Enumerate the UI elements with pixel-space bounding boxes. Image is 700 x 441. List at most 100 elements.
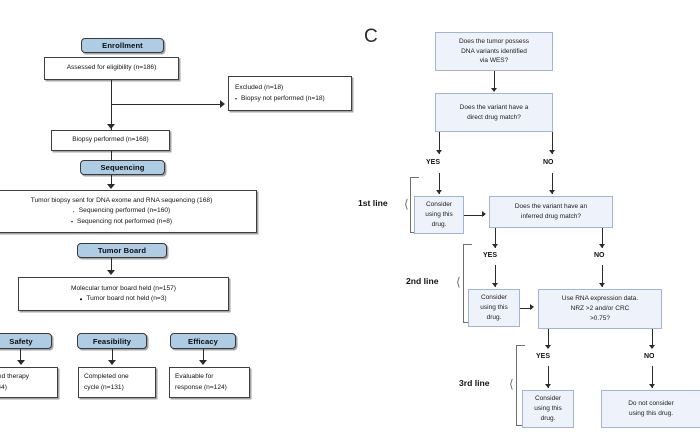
consort-box-molecular-tumor-board: Molecular tumor board held (n=157) Tumor… [18, 277, 229, 311]
bracket-2nd-line-tip: ⟨ [456, 275, 461, 289]
decision-box-q3: Does the variant have an inferred drug m… [489, 196, 613, 228]
arrow-consider2-q4 [530, 304, 534, 311]
consort-header-feasibility: Feasibility [77, 333, 147, 349]
decision-box-q2: Does the variant have a direct drug matc… [435, 93, 553, 132]
arrow-to-sequencing-box [106, 184, 115, 189]
consort-header-sequencing: Sequencing [80, 160, 165, 175]
consort-box-safety-outcome: Started therapy (n=144) [0, 367, 58, 398]
consider-1st-line1: Consider [425, 201, 452, 209]
decision-box-q1: Does the tumor possess DNA variants iden… [435, 32, 553, 71]
arrow-q4-no [648, 345, 655, 349]
arrow-q2-yes-lower [435, 190, 442, 194]
decision-box-q4-line3: >0.75? [589, 314, 611, 322]
decision-box-q4-line1: Use RNA expression data. [561, 295, 639, 303]
consort-box-excluded: Excluded (n=18) Biopsy not performed (n=… [228, 76, 352, 111]
connector-q3-no [601, 228, 603, 248]
bracket-2nd-line [463, 244, 472, 323]
arrow-q3-yes-lower [491, 283, 498, 287]
connector-q4-yes [547, 329, 549, 348]
arrow-to-feasibility-box [108, 360, 116, 365]
consort-box-sequencing-item1: Sequencing performed (n=160) [73, 206, 170, 216]
arrow-q1-q2 [490, 88, 497, 92]
decision-box-q4: Use RNA expression data. NRZ >2 and/or C… [538, 289, 662, 329]
consort-box-mtb-title: Molecular tumor board held (n=157) [70, 284, 176, 292]
connector-q2-no [551, 132, 553, 154]
connector-to-excluded [110, 104, 221, 106]
bracket-3rd-line [516, 345, 525, 426]
consort-header-enrollment: Enrollment [81, 38, 164, 53]
consider-3rd-line1: Consider [534, 395, 561, 403]
decision-box-q1-line1: Does the tumor possess [458, 37, 530, 45]
arrow-q4-no-lower [648, 384, 655, 388]
consider-3rd-line2: using this [534, 405, 562, 413]
consort-box-efficacy-line2: response (n=124) [175, 383, 227, 391]
consider-3rd-line3: drug. [540, 414, 556, 422]
consider-2nd-line3: drug. [486, 313, 502, 321]
arrow-to-biopsy [106, 124, 115, 129]
arrow-to-safety-box [16, 360, 25, 365]
arrow-q2-no [548, 150, 555, 154]
consort-box-assessed: Assessed for eligibility (n=186) [44, 57, 179, 80]
consort-header-efficacy: Efficacy [170, 333, 236, 349]
arrow-q2-yes [435, 150, 442, 154]
connector-sequencing-down [110, 175, 112, 186]
label-1st-line: 1st line [358, 198, 388, 208]
connector-consider2-q4 [520, 307, 532, 309]
connector-q2-no-lower [551, 173, 553, 194]
consider-1st-line2: using this [425, 211, 453, 219]
consort-header-sequencing-label: Sequencing [100, 163, 145, 172]
consort-box-biopsy: Biopsy performed (n=168) [51, 130, 170, 151]
label-3rd-line: 3rd line [459, 378, 490, 388]
arrow-q4-yes-lower [544, 384, 551, 388]
consort-header-safety: Safety [0, 333, 52, 349]
consort-header-enrollment-label: Enrollment [102, 41, 143, 50]
consort-box-sequencing-item2: Sequencing not performed (n=8) [71, 217, 172, 227]
decision-box-consider-1st: Consider using this drug. [414, 196, 464, 234]
connector-efficacy-down [202, 349, 204, 362]
do-not-consider-line2: using this drug. [628, 410, 674, 417]
connector-q2-yes-lower [438, 173, 440, 194]
decision-box-q2-line2: direct drug match? [467, 113, 521, 121]
consort-box-efficacy-line1: Evaluable for [175, 373, 214, 381]
decision-box-q2-line1: Does the variant have a [459, 103, 529, 111]
consider-1st-line3: drug. [431, 220, 447, 228]
connector-q3-yes-lower [494, 265, 496, 287]
consort-box-efficacy-outcome: Evaluable for response (n=124) [169, 367, 250, 398]
decision-box-q3-line1: Does the variant have an [514, 203, 588, 211]
decision-box-do-not-consider: Do not consider using this drug. [601, 390, 700, 428]
label-q2-no: NO [543, 159, 554, 166]
arrow-to-mtb-box [106, 270, 115, 275]
connector-q4-no [651, 329, 653, 348]
bracket-1st-line-tip: ⟨ [404, 197, 409, 211]
label-q4-yes: YES [536, 353, 551, 360]
bracket-3rd-line-tip: ⟨ [509, 377, 514, 391]
consider-2nd-line2: using this [480, 304, 508, 312]
consort-box-excluded-item: Biopsy not performed (n=18) [235, 94, 325, 104]
panel-label-c: C [364, 26, 378, 47]
decision-box-consider-3rd: Consider using this drug. [522, 390, 574, 428]
decision-box-consider-2nd: Consider using this drug. [468, 289, 520, 327]
consort-box-feasibility-line1: Completed one [84, 373, 129, 381]
decision-box-q4-line2: NRZ >2 and/or CRC [570, 305, 630, 313]
consort-box-safety-line2: (n=144) [0, 383, 7, 391]
consort-header-feasibility-label: Feasibility [92, 336, 132, 346]
consort-header-efficacy-label: Efficacy [188, 336, 218, 346]
consort-box-sequencing-detail: Tumor biopsy sent for DNA exome and RNA … [0, 190, 257, 233]
connector-q1-q2 [493, 71, 495, 91]
connector-consider1-q3 [464, 214, 484, 216]
arrow-to-excluded [220, 100, 225, 108]
decision-box-q1-line3: via WES? [479, 57, 509, 65]
arrow-consider1-q3 [482, 211, 486, 218]
connector-q4-yes-lower [547, 366, 549, 388]
connector-q3-yes [494, 228, 496, 248]
decision-box-q3-line2: inferred drug match? [521, 213, 581, 220]
label-q2-yes: YES [426, 159, 441, 166]
consort-box-sequencing-title: Tumor biopsy sent for DNA exome and RNA … [30, 197, 213, 205]
label-q3-yes: YES [483, 252, 498, 259]
arrow-q3-no-lower [598, 283, 605, 287]
connector-safety-down [20, 349, 22, 362]
connector-feasibility-down [111, 349, 113, 362]
consort-header-safety-label: Safety [9, 336, 33, 346]
consort-box-excluded-title: Excluded (n=18) [235, 84, 284, 92]
